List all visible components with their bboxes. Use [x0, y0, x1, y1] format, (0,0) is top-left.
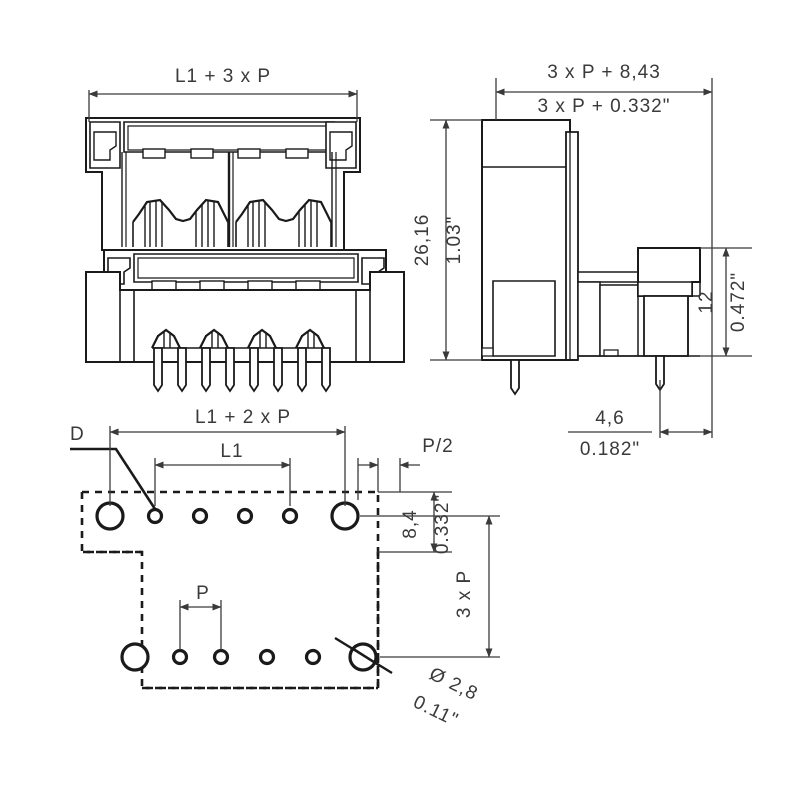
dim-L1-label: L1 — [220, 441, 243, 462]
detail-leader-D — [70, 447, 157, 510]
mounting-hole — [95, 501, 125, 531]
dim-side-height-in-label: 1.03" — [444, 216, 465, 265]
side-view — [481, 119, 701, 396]
drilling-plan — [80, 490, 380, 690]
pin-hole — [146, 507, 164, 525]
dim-half-pitch-label: P/2 — [422, 436, 454, 457]
pin-hole — [258, 648, 276, 666]
dim-pitch-label: P — [196, 583, 210, 604]
pins — [153, 347, 331, 393]
contact-group-right — [235, 198, 332, 247]
dim-row-spacing-label: 3 x P — [454, 570, 475, 618]
dimension-side-width — [495, 78, 713, 360]
dim-pin-offset-mm-label: 4,6 — [595, 408, 624, 429]
dim-row-edge-mm-label: 8,4 — [400, 509, 421, 538]
dim-pin-offset-in-label: 0.182" — [580, 439, 640, 460]
pin-hole — [236, 507, 254, 525]
dim-side-width-in-label: 3 x P + 0.332" — [538, 96, 671, 117]
dimension-pin-offset — [568, 360, 713, 438]
pin-hole — [304, 648, 322, 666]
mounting-hole — [120, 642, 150, 672]
dimension-row-spacing — [380, 515, 500, 658]
dimension-side-height — [430, 119, 482, 361]
dimension-tail-height — [700, 247, 752, 357]
dimension-L1 — [154, 458, 291, 506]
dimension-front-width — [88, 90, 358, 122]
hole-diameter-leader — [334, 636, 393, 675]
dimension-pitch — [179, 600, 222, 650]
dimension-row-edge — [360, 491, 452, 553]
detail-marker-label: D — [70, 424, 85, 445]
pin-hole — [171, 648, 189, 666]
dimension-half-pitch — [357, 458, 420, 500]
pin-hole — [212, 648, 230, 666]
pin-hole — [191, 507, 209, 525]
front-view — [85, 117, 405, 393]
dim-plan-width-label: L1 + 2 x P — [195, 407, 291, 428]
dim-side-width-mm-label: 3 x P + 8,43 — [547, 62, 661, 83]
dim-side-height-mm-label: 26,16 — [412, 214, 433, 267]
dim-row-edge-in-label: 0.332" — [432, 494, 453, 554]
pin-hole — [281, 507, 299, 525]
dim-tail-height-mm-label: 12 — [696, 290, 717, 313]
dim-front-width-label: L1 + 3 x P — [175, 66, 271, 87]
dimension-plan-width — [109, 426, 346, 506]
contact-group-left — [132, 198, 229, 247]
mounting-hole — [330, 501, 360, 531]
pin-carriers — [151, 328, 325, 349]
dim-tail-height-in-label: 0.472" — [728, 272, 749, 332]
